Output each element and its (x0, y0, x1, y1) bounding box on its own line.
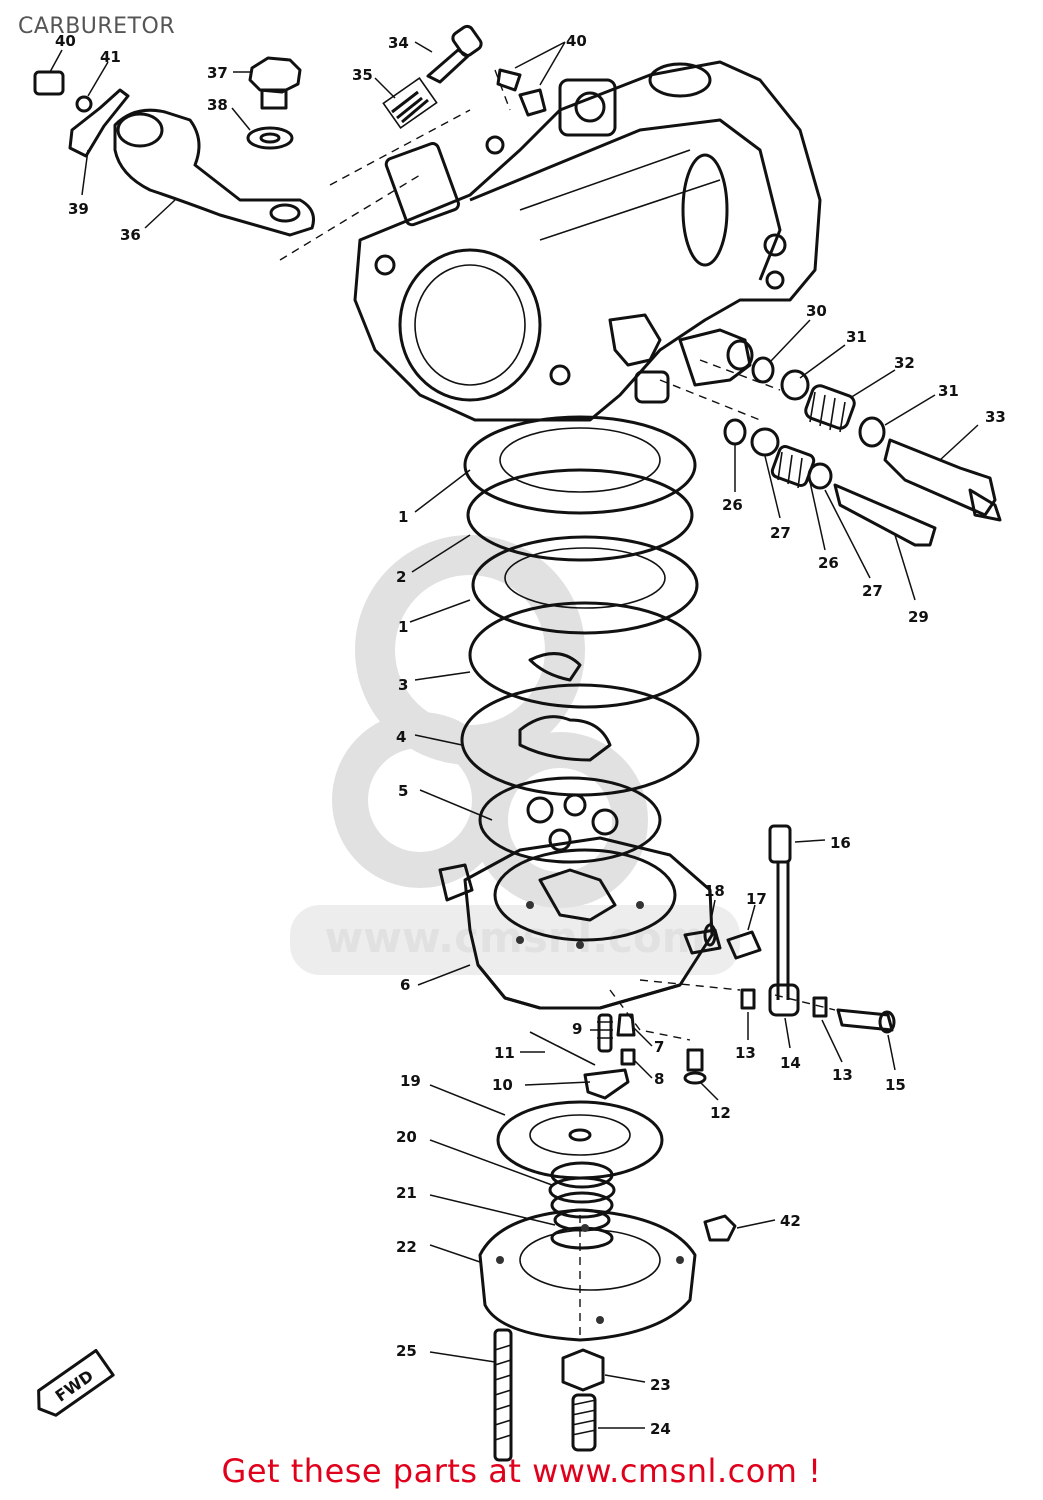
diaphragm-cover-assembly (478, 1100, 737, 1342)
mixture-needle-upper (751, 356, 1002, 522)
callout-31: 31 (938, 382, 959, 400)
callout-37: 37 (207, 64, 228, 82)
callout-29: 29 (908, 608, 929, 626)
callout-16: 16 (830, 834, 851, 852)
fwd-label: FWD (52, 1366, 97, 1406)
callout-30: 30 (806, 302, 827, 320)
callout-25: 25 (396, 1342, 417, 1360)
pump-body (438, 836, 722, 1010)
inlet-needle-parts (529, 1013, 707, 1100)
callout-22: 22 (396, 1238, 417, 1256)
callout-40: 40 (566, 32, 587, 50)
callout-35: 35 (352, 66, 373, 84)
callout-12: 12 (710, 1104, 731, 1122)
callout-23: 23 (650, 1376, 671, 1394)
callout-18: 18 (704, 882, 725, 900)
idle-screw-and-spring (382, 24, 483, 130)
callout-36: 36 (120, 226, 141, 244)
callout-26: 26 (722, 496, 743, 514)
callout-20: 20 (396, 1128, 417, 1146)
callout-14: 14 (780, 1054, 801, 1072)
drain-plug (246, 56, 302, 150)
callout-1: 1 (398, 618, 408, 636)
callout-27: 27 (862, 582, 883, 600)
footer-shop-link[interactable]: Get these parts at www.cmsnl.com ! (221, 1452, 822, 1490)
callout-13: 13 (832, 1066, 853, 1084)
callout-leaders (49, 41, 979, 1429)
callout-34: 34 (388, 34, 409, 52)
callout-4: 4 (396, 728, 406, 746)
callout-19: 19 (400, 1072, 421, 1090)
callout-33: 33 (985, 408, 1006, 426)
callout-42: 42 (780, 1212, 801, 1230)
callout-5: 5 (398, 782, 408, 800)
callout-labels: 40 41 39 36 37 38 34 35 40 30 31 32 31 3… (55, 32, 1006, 1438)
page-title: CARBURETOR (18, 14, 176, 39)
callout-27: 27 (770, 524, 791, 542)
callout-9: 9 (572, 1020, 582, 1038)
mixture-needle-lower (723, 418, 937, 547)
throttle-shaft-linkage (703, 824, 896, 1034)
callout-38: 38 (207, 96, 228, 114)
callout-40: 40 (55, 32, 76, 50)
callout-11: 11 (494, 1044, 515, 1062)
callout-7: 7 (654, 1038, 664, 1056)
callout-39: 39 (68, 200, 89, 218)
choke-lever-assembly (33, 70, 315, 237)
callout-21: 21 (396, 1184, 417, 1202)
callout-26: 26 (818, 554, 839, 572)
callout-13: 13 (735, 1044, 756, 1062)
forward-direction-mark: FWD (37, 1349, 115, 1417)
carburetor-body (353, 60, 822, 422)
callout-2: 2 (396, 568, 406, 586)
watermark-text: www.cmsnl.com (324, 913, 705, 962)
callout-17: 17 (746, 890, 767, 908)
callout-1: 1 (398, 508, 408, 526)
callout-31: 31 (846, 328, 867, 346)
bottom-fasteners (493, 1328, 605, 1462)
callout-24: 24 (650, 1420, 671, 1438)
gasket-stack (460, 415, 702, 864)
callout-15: 15 (885, 1076, 906, 1094)
callout-10: 10 (492, 1076, 513, 1094)
callout-41: 41 (100, 48, 121, 66)
callout-3: 3 (398, 676, 408, 694)
callout-6: 6 (400, 976, 410, 994)
watermark-logo: www.cmsnl.com (290, 535, 740, 975)
callout-32: 32 (894, 354, 915, 372)
callout-8: 8 (654, 1070, 664, 1088)
